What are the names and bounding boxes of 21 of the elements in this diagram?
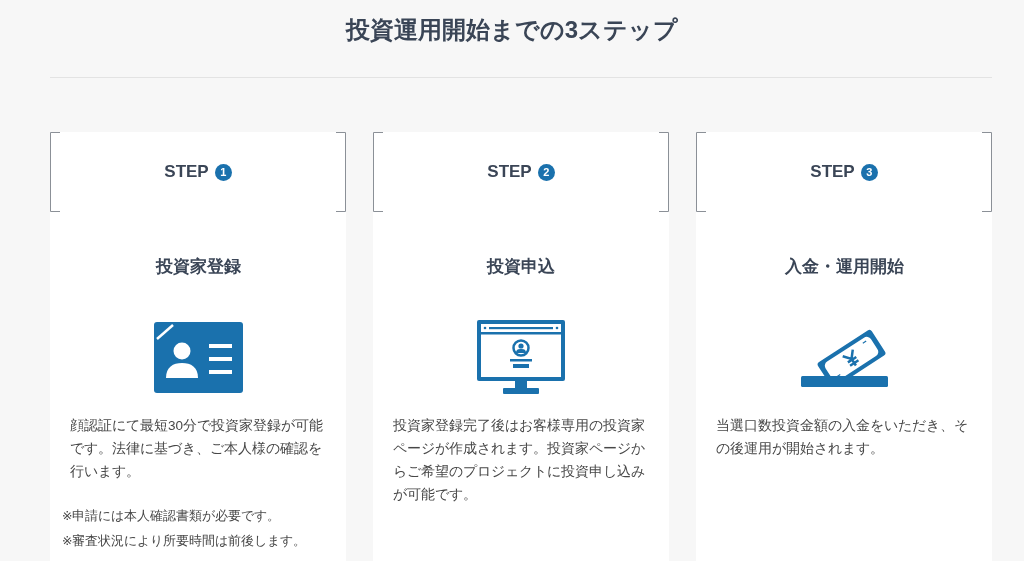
step-number-badge: 2 — [537, 163, 555, 181]
step-card — [696, 132, 992, 561]
step-card — [50, 132, 346, 561]
step-title: 投資家登録 — [155, 256, 241, 278]
step-description: 顔認証にて最短30分で投資家登録が可能です。法律に基づき、ご本人様の確認を行います。 — [70, 417, 325, 481]
step-title: 入金・運用開始 — [784, 256, 904, 278]
step-header — [50, 132, 346, 212]
step-card — [373, 132, 669, 561]
step-header — [373, 132, 669, 212]
step-label: STEP — [810, 162, 855, 182]
step-header — [696, 132, 992, 212]
note-text: ※審査状況により所要時間は前後します。 — [62, 533, 307, 550]
step-label: STEP — [164, 162, 209, 182]
note-text: ※申請には本人確認書類が必要です。 — [62, 508, 281, 525]
step-number-badge: 3 — [860, 163, 878, 181]
step-description: 当選口数投資金額の入金をいただき、その後運用が開始されます。 — [716, 417, 969, 458]
step-number-badge: 1 — [214, 163, 232, 181]
page-title: 投資運用開始までの3ステップ — [345, 15, 679, 45]
step-description: 投資家登録完了後はお客様専用の投資家ページが作成されます。投資家ページからご希望のプロジェクトに投資申し込みが可能です。 — [393, 417, 646, 504]
step-title: 投資申込 — [487, 256, 555, 278]
step-label: STEP — [487, 162, 532, 182]
